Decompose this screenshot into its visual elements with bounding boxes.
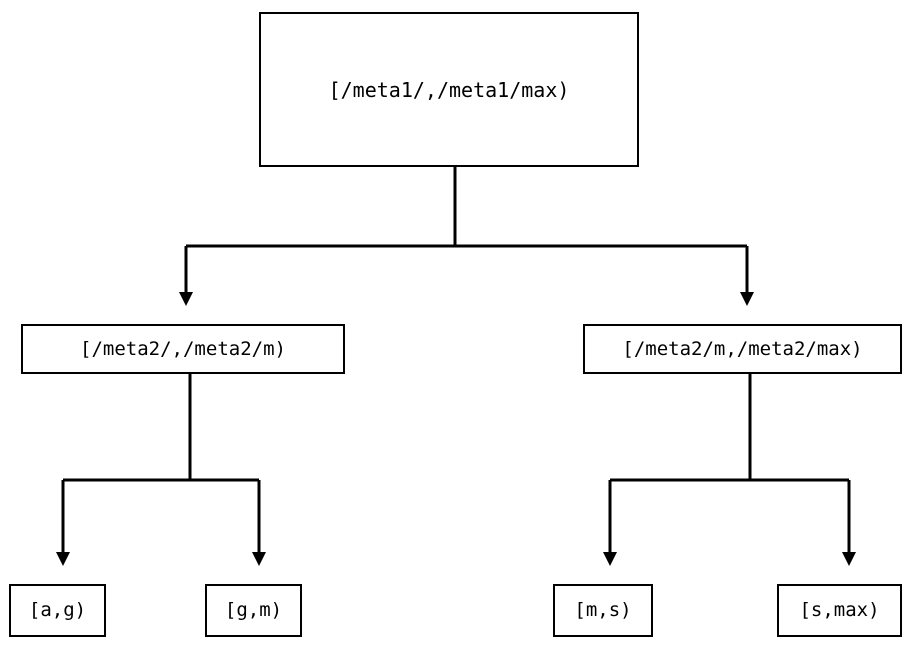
tree-node-leaf-ms[interactable]: [m,s)	[553, 584, 653, 637]
tree-node-root[interactable]: [/meta1/,/meta1/max)	[259, 12, 639, 167]
tree-node-mid-right[interactable]: [/meta2/m,/meta2/max)	[583, 324, 902, 374]
tree-node-mid-left-label: [/meta2/,/meta2/m)	[80, 337, 286, 360]
tree-node-mid-left[interactable]: [/meta2/,/meta2/m)	[21, 324, 345, 374]
tree-node-leaf-ag[interactable]: [a,g)	[9, 584, 106, 637]
tree-node-leaf-gm[interactable]: [g,m)	[205, 584, 302, 637]
arrowhead-to-leaf-ms	[603, 552, 617, 566]
tree-node-leaf-ms-label: [m,s)	[574, 599, 632, 621]
tree-node-leaf-smax-label: [s,max)	[799, 599, 880, 621]
edge-root-to-mid-group	[184, 167, 749, 292]
arrowhead-to-leaf-ag	[56, 552, 70, 566]
tree-node-mid-right-label: [/meta2/m,/meta2/max)	[622, 337, 863, 360]
tree-node-leaf-gm-label: [g,m)	[224, 599, 283, 621]
arrowhead-to-leaf-gm	[252, 552, 266, 566]
edge-mid-left-to-leaves-group	[61, 374, 261, 552]
arrowhead-to-mid-left	[179, 292, 193, 306]
edge-mid-right-to-leaves-group	[608, 374, 851, 552]
arrowhead-to-mid-right	[740, 292, 754, 306]
tree-node-root-label: [/meta1/,/meta1/max)	[328, 77, 570, 102]
tree-node-leaf-smax[interactable]: [s,max)	[777, 584, 902, 637]
tree-node-leaf-ag-label: [a,g)	[28, 599, 87, 621]
arrowhead-to-leaf-smax	[842, 552, 856, 566]
